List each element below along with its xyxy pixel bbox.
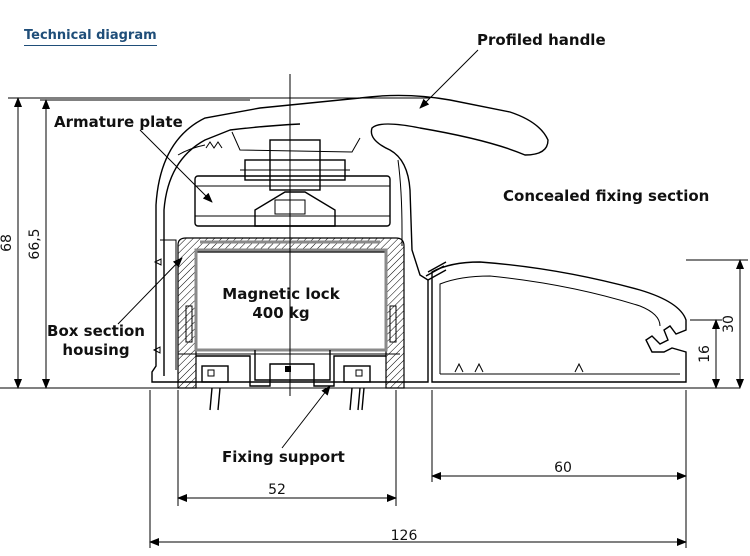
dimension-lines <box>14 97 744 546</box>
leader-box-section <box>117 257 183 325</box>
armature-plate <box>194 139 391 227</box>
dim-30: 30 <box>721 315 737 333</box>
label-concealed-fixing: Concealed fixing section <box>503 187 709 205</box>
label-lock-force: 400 kg <box>252 304 309 322</box>
handle-profile <box>151 94 549 383</box>
leader-profiled-handle <box>419 49 479 109</box>
dim-66-5: 66,5 <box>27 228 43 259</box>
dim-16: 16 <box>697 345 713 363</box>
dim-60: 60 <box>554 460 572 476</box>
dim-52: 52 <box>268 482 286 498</box>
reference-lines <box>0 74 748 548</box>
dim-126: 126 <box>391 528 418 544</box>
label-magnetic-lock: Magnetic lock <box>222 285 340 303</box>
page-title: Technical diagram <box>24 28 157 46</box>
leader-lines <box>117 49 479 449</box>
dim-68: 68 <box>0 234 15 252</box>
label-armature-plate: Armature plate <box>54 113 183 131</box>
label-housing: housing <box>62 341 129 359</box>
concealed-fixing-profile <box>425 261 687 383</box>
leader-fixing-support <box>281 385 331 449</box>
label-box-section: Box section <box>47 322 145 340</box>
fixing-support <box>196 350 386 411</box>
label-fixing-support: Fixing support <box>222 448 345 466</box>
leader-armature-plate <box>139 129 213 203</box>
label-profiled-handle: Profiled handle <box>477 31 606 49</box>
